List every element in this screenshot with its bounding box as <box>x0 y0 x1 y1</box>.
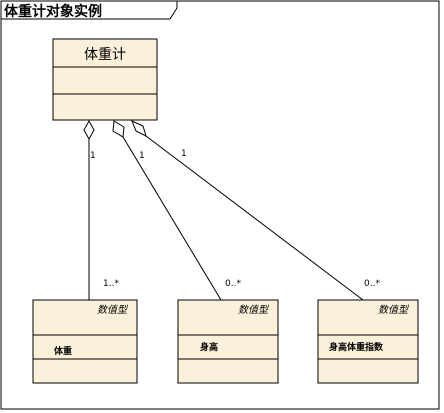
stereotype-part-2: 数值型 <box>238 304 270 316</box>
class-name-part-1: 体重 <box>54 345 72 357</box>
owner-multiplicity-3: 1 <box>181 149 187 159</box>
owner-multiplicity-2: 1 <box>139 151 145 161</box>
class-box-part-1[interactable] <box>32 299 138 384</box>
stereotype-part-3: 数值型 <box>378 304 410 316</box>
association-line-3 <box>145 135 364 301</box>
class-box-part-3[interactable] <box>317 299 419 384</box>
stereotype-part-1: 数值型 <box>97 304 129 316</box>
class-box-main[interactable] <box>52 38 158 121</box>
class-name-part-3: 身高体重指数 <box>329 341 384 353</box>
class-name-main: 体重计 <box>84 47 126 63</box>
owner-multiplicity-1: 1 <box>90 151 96 161</box>
association-line-2 <box>122 136 222 301</box>
part-multiplicity-1: 1..* <box>103 279 119 289</box>
class-name-part-2: 身高 <box>200 341 218 353</box>
part-multiplicity-2: 0..* <box>225 279 241 289</box>
diagram-title: 体重计对象实例 <box>4 3 102 20</box>
class-box-part-2[interactable] <box>177 299 279 384</box>
title-tab <box>0 0 178 20</box>
part-multiplicity-3: 0..* <box>364 279 380 289</box>
